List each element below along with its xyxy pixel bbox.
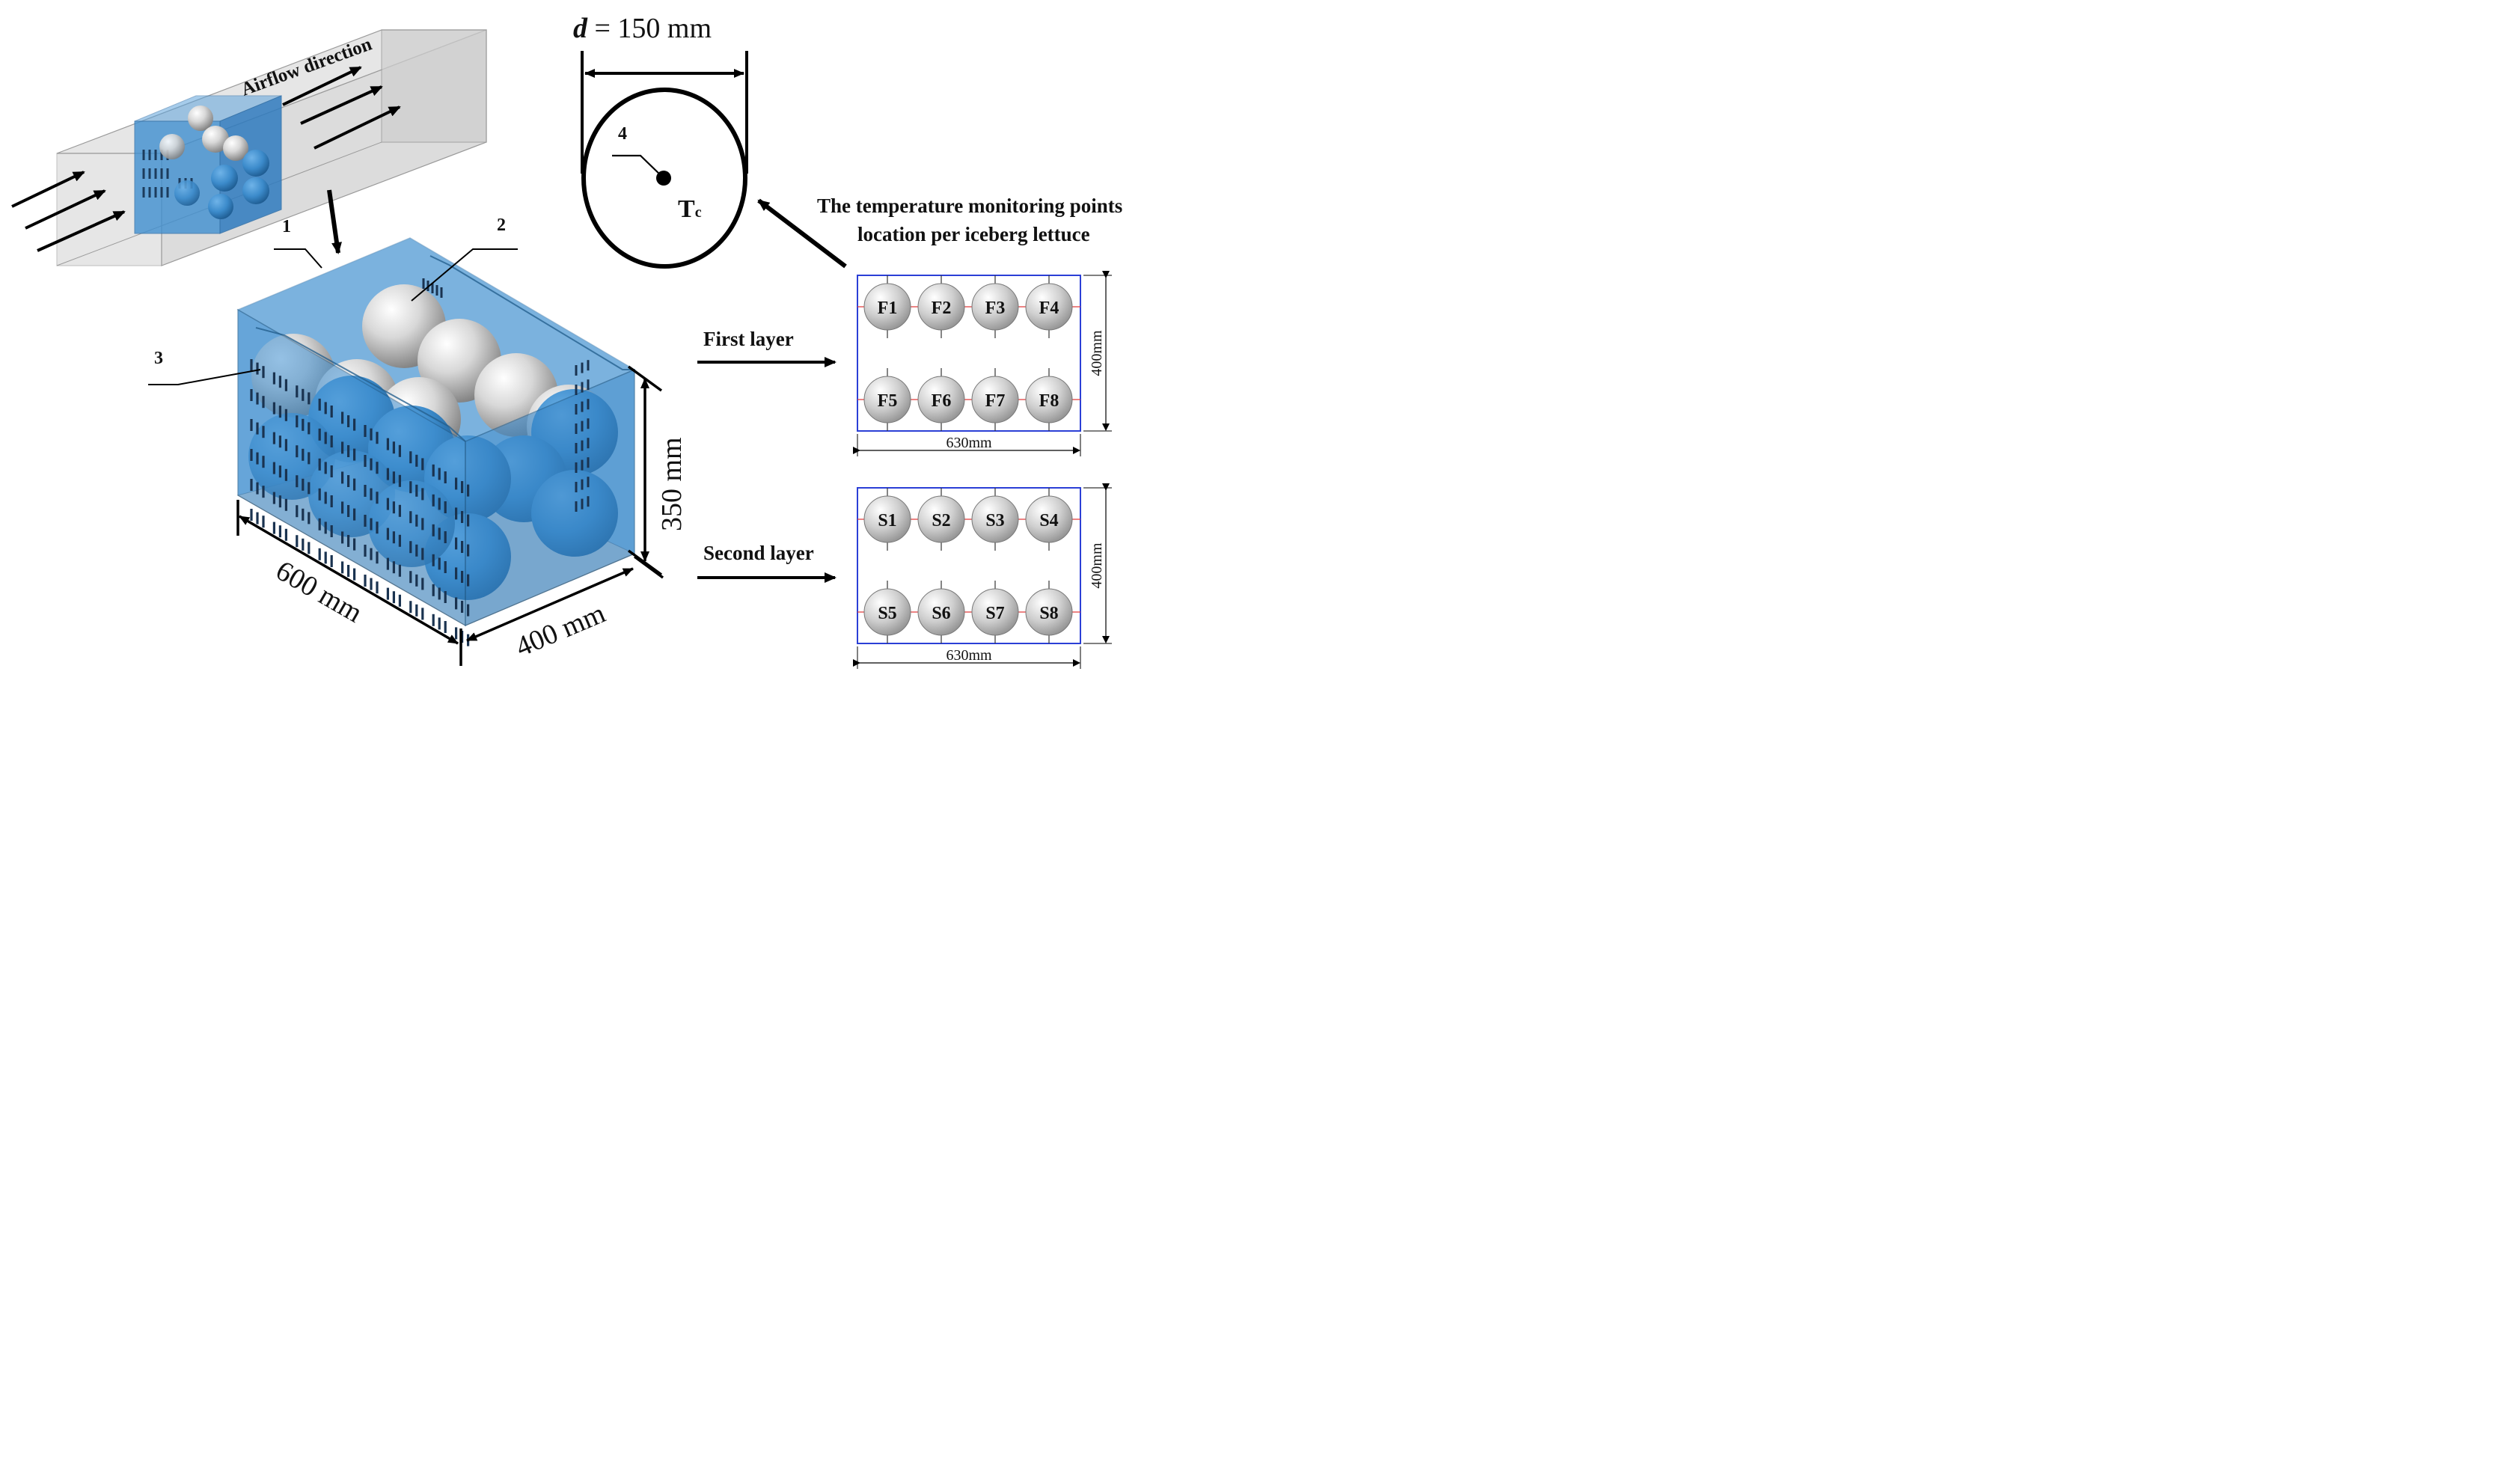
monitoring-point-label: F1 <box>878 299 898 318</box>
monitoring-point <box>863 495 911 543</box>
crate-slots-short <box>575 360 590 512</box>
layer-box <box>857 487 1081 644</box>
layer-box <box>857 275 1081 432</box>
tunnel-illustration: Airflow direction <box>11 29 487 266</box>
monitoring-point <box>1025 376 1073 423</box>
tunnel-end-face <box>381 29 487 143</box>
diameter-var: d <box>573 13 588 44</box>
caption-line-1: The temperature monitoring points <box>817 195 1122 217</box>
monitoring-point-label: F2 <box>932 299 952 318</box>
main-crate <box>236 237 636 646</box>
layer-label: Second layer <box>703 542 814 564</box>
monitoring-point <box>863 588 911 636</box>
crate-slots-back <box>422 278 443 298</box>
monitoring-point <box>863 283 911 331</box>
monitoring-point-label: F6 <box>932 391 952 411</box>
monitoring-point-label: F5 <box>878 391 898 411</box>
monitoring-point-label: F8 <box>1039 391 1059 411</box>
lettuce-outline-circle <box>581 88 747 269</box>
center-point-main: T <box>678 195 695 223</box>
center-point-label: Tc <box>678 195 702 223</box>
monitoring-point <box>971 588 1019 636</box>
monitoring-point-label: S6 <box>932 604 950 623</box>
monitoring-point-label: F7 <box>985 391 1006 411</box>
monitoring-point <box>917 283 965 331</box>
monitoring-point-label: F3 <box>985 299 1006 318</box>
pointer-arrow <box>757 198 847 269</box>
monitoring-point <box>917 588 965 636</box>
lettuce-cross-section: d = 150 mm 4 Tc The temperature monitori… <box>573 13 1122 269</box>
crate-dimensions <box>236 365 664 666</box>
monitoring-point <box>971 495 1019 543</box>
inlet-arrows <box>11 171 126 252</box>
dim-height-label: 350 mm <box>656 437 688 531</box>
diameter-value: = 150 mm <box>587 13 712 44</box>
outlet-arrows <box>282 66 401 150</box>
layer-width-dim: 630mm <box>946 435 992 451</box>
monitoring-point <box>863 376 911 423</box>
monitoring-point <box>1025 495 1073 543</box>
monitoring-point-label: S5 <box>878 604 896 623</box>
monitoring-point-label: S7 <box>985 604 1004 623</box>
down-arrow <box>327 189 342 254</box>
monitoring-point <box>1025 283 1073 331</box>
callout-1: 1 <box>282 217 291 236</box>
layer-height-dim: 400mm <box>1089 542 1105 589</box>
monitoring-point-label: S3 <box>985 511 1004 530</box>
monitoring-point <box>917 495 965 543</box>
monitoring-point <box>917 376 965 423</box>
monitoring-point <box>971 376 1019 423</box>
dim-length-label: 600 mm <box>271 554 368 628</box>
layer-height-dim: 400mm <box>1089 330 1105 376</box>
monitoring-point <box>1025 588 1073 636</box>
monitoring-point-label: S2 <box>932 511 950 530</box>
layer-label: First layer <box>703 328 794 350</box>
center-point-sub: c <box>695 204 702 221</box>
callout-3: 3 <box>154 349 163 368</box>
diameter-label: d = 150 mm <box>573 13 712 44</box>
figure-canvas: Airflow direction <box>11 13 1122 669</box>
monitoring-point-label: S8 <box>1039 604 1058 623</box>
monitoring-point-label: S4 <box>1039 511 1058 530</box>
monitoring-point-label: F4 <box>1039 299 1059 318</box>
crate-callouts: 1 2 3 <box>148 215 518 385</box>
dim-width-label: 400 mm <box>511 598 610 664</box>
monitoring-point-label: S1 <box>878 511 896 530</box>
caption-line-2: location per iceberg lettuce <box>857 223 1090 245</box>
monitoring-point <box>971 283 1019 331</box>
tunnel-crate <box>134 95 282 234</box>
layer-width-dim: 630mm <box>946 647 992 664</box>
callout-4: 4 <box>618 124 627 144</box>
callout-2: 2 <box>497 215 506 235</box>
